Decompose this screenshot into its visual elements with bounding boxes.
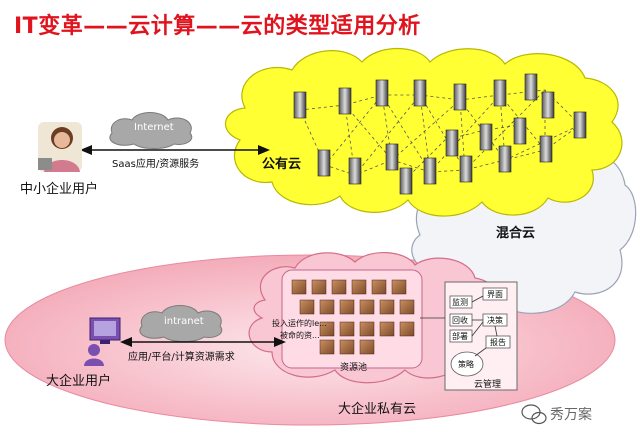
intranet-cloud-icon bbox=[139, 305, 223, 342]
mgmt-decision-label: 决策 bbox=[487, 316, 503, 325]
server-icon bbox=[348, 157, 362, 185]
intranet-label: intranet bbox=[164, 316, 204, 327]
server-icon bbox=[573, 111, 587, 139]
mgmt-deploy-label: 部署 bbox=[452, 332, 468, 341]
public-cloud-servers bbox=[293, 73, 587, 195]
private-cloud-label: 大企业私有云 bbox=[338, 402, 417, 417]
server-icon bbox=[498, 145, 512, 173]
enterprise-request-label: 应用/平台/计算资源需求 bbox=[128, 352, 235, 363]
internet-label: Internet bbox=[134, 122, 174, 133]
server-icon bbox=[423, 157, 437, 185]
resource-pool-note-2: 被命的资... bbox=[280, 331, 320, 340]
public-cloud-label: 公有云 bbox=[262, 157, 302, 172]
resource-pool-area bbox=[281, 269, 423, 369]
server-icon bbox=[338, 87, 352, 115]
sme-user-label: 中小企业用户 bbox=[20, 182, 99, 197]
sme-user-icon bbox=[38, 122, 82, 172]
page-title: IT变革——云计算——云的类型适用分析 bbox=[14, 14, 421, 39]
server-icon bbox=[493, 79, 507, 107]
strategy-ellipse bbox=[450, 351, 484, 377]
mgmt-monitor-label: 监测 bbox=[452, 298, 468, 307]
cloud-management-label: 云管理 bbox=[474, 380, 502, 390]
watermark-icon bbox=[521, 404, 547, 425]
mgmt-report-label: 报告 bbox=[490, 338, 506, 347]
server-icon bbox=[385, 143, 399, 171]
server-icon bbox=[445, 129, 459, 157]
server-icon bbox=[479, 123, 493, 151]
server-icon bbox=[541, 91, 555, 119]
mgmt-interface-label: 界面 bbox=[487, 290, 503, 299]
mgmt-strategy-label: 策略 bbox=[458, 360, 474, 369]
server-icon bbox=[399, 167, 413, 195]
management-arrows bbox=[420, 295, 498, 357]
enterprise-user-icon bbox=[84, 317, 121, 366]
server-icon bbox=[413, 79, 427, 107]
resource-pool-boxes bbox=[291, 279, 415, 355]
sme-to-public-arrow bbox=[80, 145, 270, 155]
server-icon bbox=[453, 83, 467, 111]
watermark-text: 秀万案 bbox=[550, 407, 592, 423]
internet-cloud-icon bbox=[109, 112, 193, 149]
resource-pool-note-1: 投入运作的le... bbox=[272, 319, 327, 328]
server-icon bbox=[539, 135, 553, 163]
server-icon bbox=[375, 79, 389, 107]
enterprise-user-label: 大企业用户 bbox=[46, 374, 112, 389]
mgmt-recycle-label: 回收 bbox=[452, 316, 468, 325]
server-icon bbox=[459, 155, 473, 183]
server-icon bbox=[524, 73, 538, 101]
server-icon bbox=[293, 91, 307, 119]
server-icon bbox=[317, 149, 331, 177]
server-icon bbox=[513, 117, 527, 145]
cloud-management-boxes bbox=[449, 287, 511, 349]
saas-service-label: Saas应用/资源服务 bbox=[112, 159, 200, 170]
hybrid-cloud-label: 混合云 bbox=[496, 226, 536, 241]
resource-pool-label: 资源池 bbox=[340, 363, 368, 373]
public-cloud-network bbox=[299, 89, 581, 181]
enterprise-to-private-arrow bbox=[120, 337, 286, 347]
